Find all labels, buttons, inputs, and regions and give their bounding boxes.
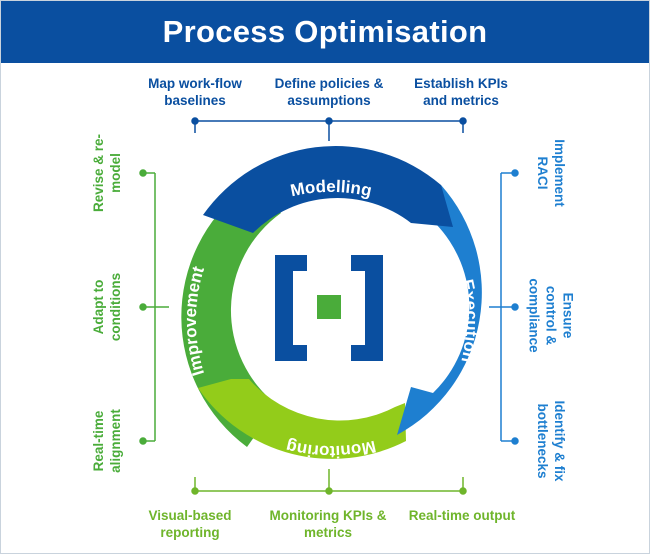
label-identify-bottlenecks: Identify & fix bottlenecks bbox=[535, 400, 567, 482]
page-title: Process Optimisation bbox=[162, 14, 488, 49]
connector-dot bbox=[459, 117, 467, 125]
right-connectors bbox=[489, 169, 519, 445]
logo-center-square bbox=[317, 295, 341, 319]
bottom-connectors bbox=[191, 469, 467, 495]
segment-improvement bbox=[181, 188, 281, 447]
left-connectors bbox=[139, 169, 169, 445]
connector-dot bbox=[191, 117, 199, 125]
label-realtime-output: Real-time output bbox=[408, 508, 516, 523]
label-adapt-conditions: Adapt to conditions bbox=[91, 272, 123, 342]
stage-modelling-label: Modelling bbox=[289, 177, 374, 200]
label-ensure-control: Ensure control & compliance bbox=[526, 278, 576, 353]
label-realtime-alignment: Real-time alignment bbox=[91, 409, 123, 473]
connector-dot bbox=[325, 117, 333, 125]
label-monitoring-kpis: Monitoring KPIs & metrics bbox=[269, 508, 387, 540]
label-define-policies: Define policies & assumptions bbox=[274, 76, 384, 108]
stage-execution-label: Execution bbox=[457, 278, 481, 365]
segment-execution bbox=[397, 185, 482, 435]
segment-modelling bbox=[203, 146, 453, 233]
top-connectors bbox=[191, 117, 467, 141]
label-establish-kpis: Establish KPIs and metrics bbox=[414, 76, 508, 108]
title-bar: Process Optimisation bbox=[1, 1, 649, 63]
segment-monitoring bbox=[198, 379, 406, 459]
label-map-workflow: Map work-flow baselines bbox=[148, 76, 242, 108]
label-visual-reporting: Visual-based reporting bbox=[148, 508, 232, 540]
label-revise-remodel: Revise & re-model bbox=[91, 133, 123, 213]
label-implement-raci: Implement RACI bbox=[535, 139, 567, 207]
center-logo bbox=[275, 255, 383, 361]
